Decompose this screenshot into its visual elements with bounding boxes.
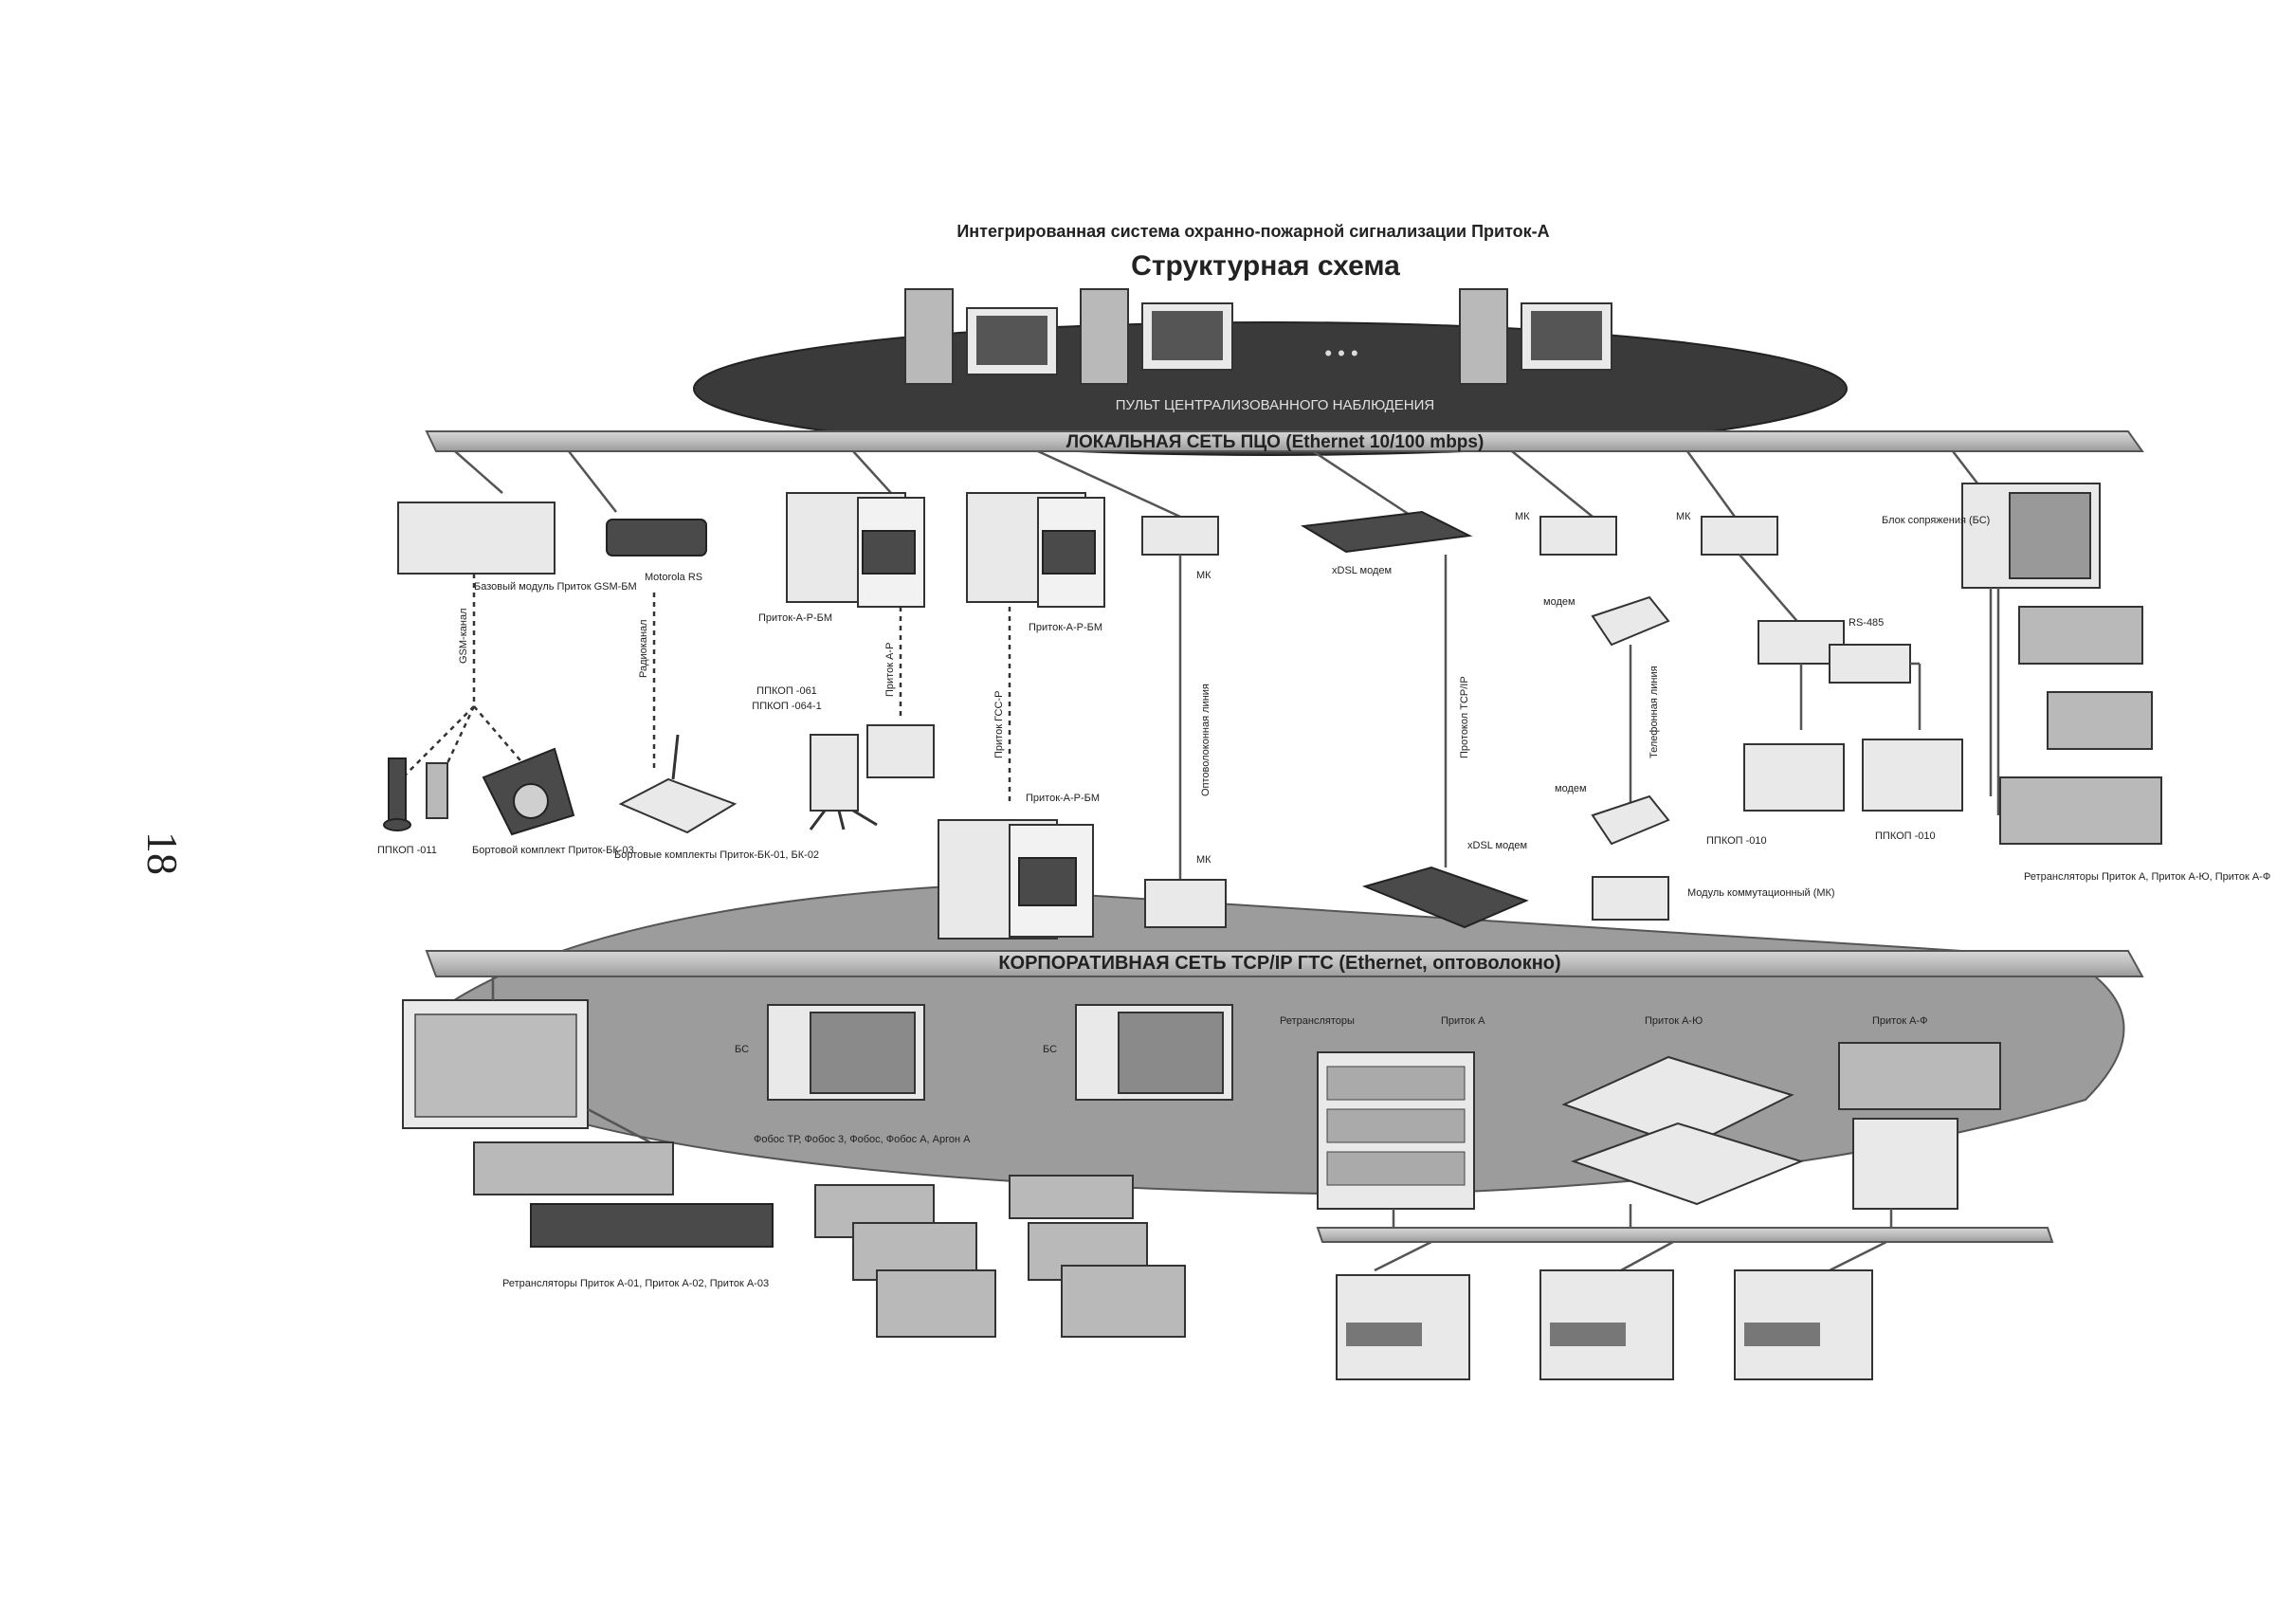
xdsl-modem-top-label: xDSL модем (1332, 565, 1392, 576)
local-connections (455, 451, 1981, 517)
workstation-3 (1460, 289, 1612, 384)
bs-label-2: БС (1043, 1044, 1057, 1055)
optical-line-label: Оптоволоконная линия (1200, 684, 1211, 796)
local-network-label: ЛОКАЛЬНАЯ СЕТЬ ПЦО (Ethernet 10/100 mbps… (1066, 432, 1484, 452)
diagram-title: Структурная схема (1131, 250, 1400, 282)
ppkop-064-device (867, 725, 934, 777)
mk-module-top (1142, 517, 1218, 555)
mk-module-right-3 (1702, 517, 1777, 555)
console-dots: • • • (1324, 341, 1357, 365)
diagram-subtitle: Интегрированная система охранно-пожарной… (956, 222, 1549, 241)
pritok-af-label: Приток А-Ф (1872, 1015, 1927, 1027)
pritok-ar-bm-2 (967, 493, 1104, 607)
tcpip-label: Протокол TCP/IP (1459, 676, 1470, 758)
retrans-mid-label: Ретрансляторы (1280, 1015, 1355, 1027)
bottom-console-2 (1540, 1270, 1673, 1379)
retrans-left-label: Ретрансляторы Приток А-01, Приток А-02, … (502, 1278, 769, 1289)
left-rack-device (403, 1000, 588, 1128)
mk-label-right-1: МК (1515, 511, 1530, 522)
pritok-ar-bm-1 (787, 493, 924, 607)
mk-module-right-2 (1593, 877, 1668, 920)
retrans-right-3 (2000, 777, 2161, 844)
rs485-converter-2 (1830, 645, 1910, 683)
gsm-base-label: Базовый модуль Приток GSM-БМ (474, 581, 637, 593)
mk-label-right-3: МК (1676, 511, 1691, 522)
modem-2-label: модем (1555, 783, 1587, 794)
pritok-ay-label: Приток А-Ю (1645, 1015, 1703, 1027)
bk01-label: Бортовые комплекты Приток-БК-01, БК-02 (614, 849, 819, 861)
ppkop-064-label: ППКОП -064-1 (752, 701, 821, 712)
mk-label-top: МК (1196, 570, 1211, 581)
ppkop-011-device (384, 758, 447, 830)
bottom-console-3 (1735, 1270, 1872, 1379)
corporate-network-label: КОРПОРАТИВНАЯ СЕТЬ TCP/IP ГТС (Ethernet,… (998, 953, 1560, 974)
fobos-stack-1 (815, 1185, 995, 1337)
ppkop-010-b-label: ППКОП -010 (1875, 830, 1936, 842)
rs485-label: RS-485 (1849, 617, 1884, 629)
xdsl-modem-bottom-label: xDSL модем (1467, 840, 1527, 851)
phone-line-label: Телефонная линия (1648, 666, 1660, 758)
retrans-left-1 (474, 1142, 673, 1195)
fobos-stack-2 (1010, 1176, 1185, 1337)
pritok-ar-bm-3-label: Приток-А-Р-БМ (1026, 793, 1100, 804)
block-sc-device (1962, 484, 2100, 588)
module-line-label: Модуль коммутационный (МК) (1687, 887, 1835, 899)
motorola-label: Motorola RS (645, 572, 702, 583)
radio-channel-label: Радиоканал (638, 619, 649, 678)
mk-module-right-1 (1540, 517, 1616, 555)
ppkop-061-label: ППКОП -061 (756, 685, 817, 697)
block-sc-label: Блок сопряжения (БС) (1882, 515, 1990, 526)
mk-label-bottom: МК (1196, 854, 1211, 866)
modem-2-device (1593, 796, 1668, 844)
retrans-left-2 (531, 1204, 773, 1247)
bk03-label: Бортовой комплект Приток-БК-03 (472, 845, 634, 856)
bottom-console-1 (1337, 1275, 1469, 1379)
bk03-device (483, 749, 574, 834)
retrans-right-2 (2048, 692, 2152, 749)
pritok-ar-label: Приток А-Р (884, 643, 896, 697)
ppkop-010-a-label: ППКОП -010 (1706, 835, 1767, 847)
pritok-a-label: Приток А (1441, 1015, 1485, 1027)
pritok-a-rack (1318, 1052, 1474, 1209)
modem-1-device (1593, 597, 1668, 645)
bottom-bus (1318, 1228, 2052, 1242)
gsm-base-module (398, 502, 555, 574)
bs-label-1: БС (735, 1044, 749, 1055)
bs-device-2 (1076, 1005, 1232, 1100)
pritok-ar-bm-3 (938, 820, 1093, 939)
pritok-ar-bm-2-label: Приток-А-Р-БМ (1029, 622, 1102, 633)
ppkop-011-label: ППКОП -011 (377, 845, 437, 856)
bk01-device (621, 735, 735, 832)
fobos-label: Фобос ТР, Фобос 3, Фобос, Фобос А, Аргон… (754, 1134, 971, 1145)
workstation-1 (905, 289, 1057, 384)
retrans-right-label: Ретрансляторы Приток А, Приток А-Ю, Прит… (2024, 871, 2270, 883)
page-number: 18 (138, 831, 187, 875)
ppkop-010-a-device (1744, 744, 1844, 811)
workstation-2 (1081, 289, 1232, 384)
monitoring-console-label: ПУЛЬТ ЦЕНТРАЛИЗОВАННОГО НАБЛЮДЕНИЯ (1116, 397, 1435, 413)
motorola-rs-device (607, 520, 706, 556)
bs-device-1 (768, 1005, 924, 1100)
ppkop-010-b-device (1863, 739, 1962, 811)
xdsl-modem-top (1303, 512, 1469, 552)
mk-module-bottom (1145, 880, 1226, 927)
retrans-right-1 (2019, 607, 2142, 664)
gsm-channel-label: GSM-канал (458, 608, 469, 664)
pritok-ar-bm-1-label: Приток-А-Р-БМ (758, 612, 832, 624)
pritok-gsp-label: Приток ГСС-Р (993, 691, 1005, 758)
modem-1-label: модем (1543, 596, 1576, 608)
